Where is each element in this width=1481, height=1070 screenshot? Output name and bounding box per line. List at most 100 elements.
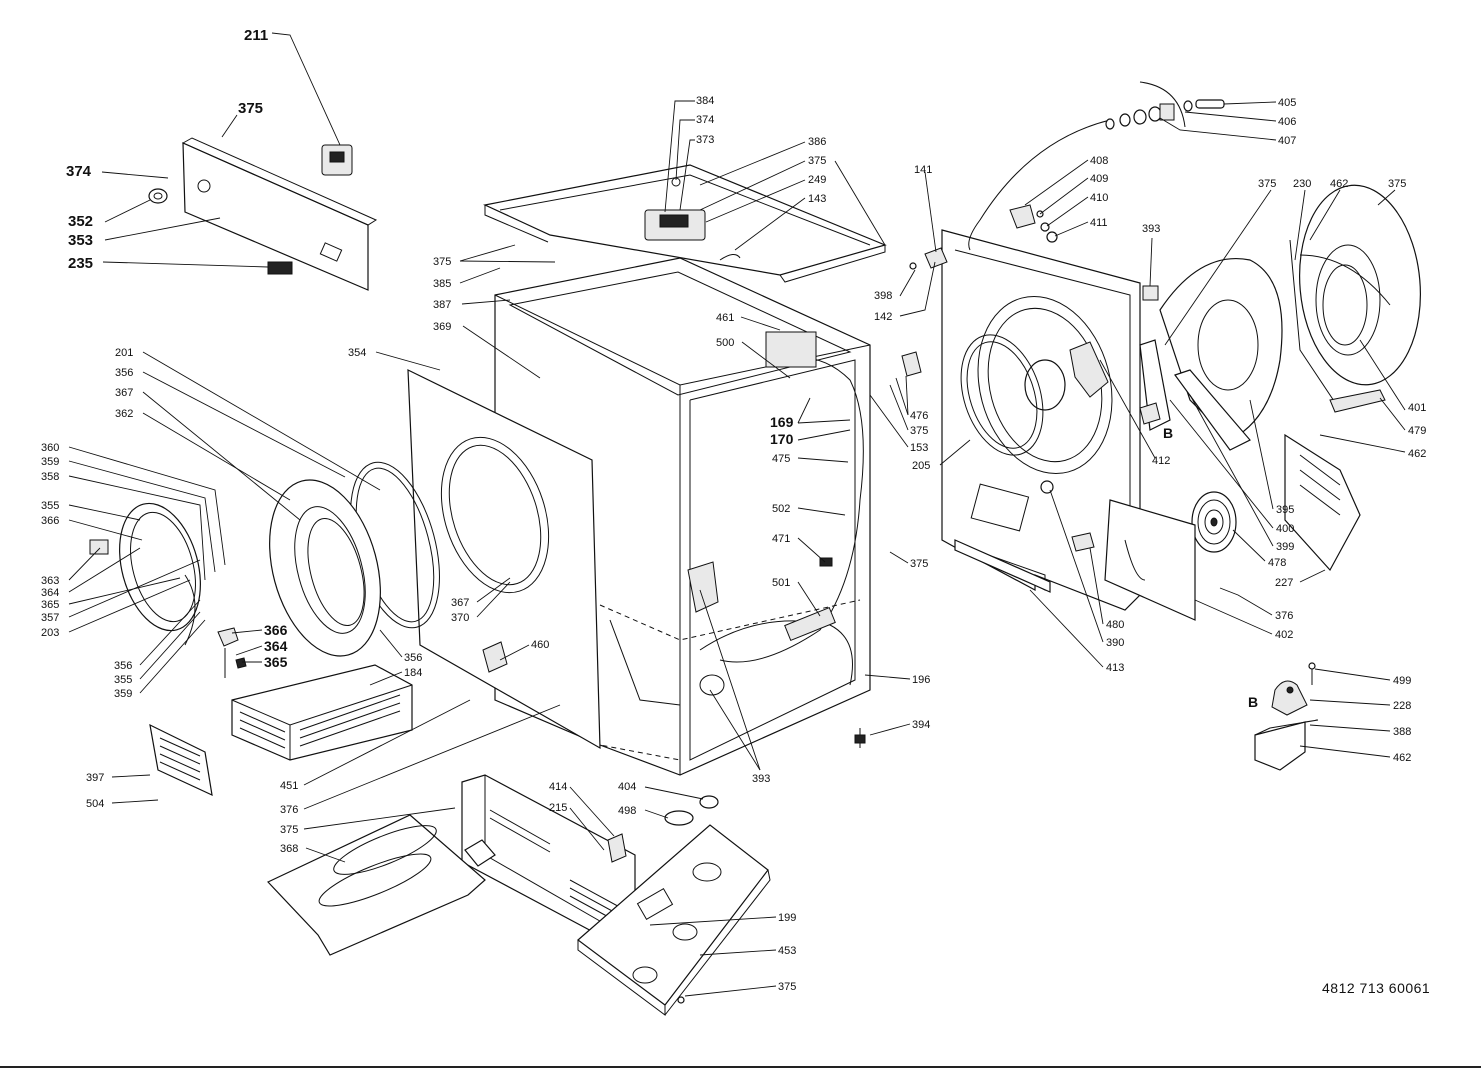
callout-475: 475 (772, 453, 790, 465)
callout-370: 370 (451, 612, 469, 624)
callout-409: 409 (1090, 173, 1108, 185)
callout-labels: 211 375 374 352 353 235 384 374 373 386 … (41, 27, 1426, 993)
callout-412: 412 (1152, 455, 1170, 467)
callout-476: 476 (910, 410, 928, 422)
callout-375: 375 (1258, 178, 1276, 190)
callout-386: 386 (808, 136, 826, 148)
fan-guard (1191, 491, 1237, 553)
grille (149, 723, 213, 797)
callout-500: 500 (716, 337, 734, 349)
callout-499: 499 (1393, 675, 1411, 687)
bracket-408 (1009, 204, 1036, 229)
hose-assembly (968, 81, 1225, 251)
callout-353: 353 (68, 232, 93, 249)
callout-B: B (1248, 694, 1258, 710)
callout-365: 365 (264, 654, 288, 670)
callout-153: 153 (910, 442, 928, 454)
callout-414: 414 (549, 781, 567, 793)
callout-375: 375 (238, 100, 263, 117)
callout-143: 143 (808, 193, 826, 205)
callout-395: 395 (1276, 504, 1294, 516)
callout-196: 196 (912, 674, 930, 686)
callout-354: 354 (348, 347, 366, 359)
callout-367: 367 (115, 387, 133, 399)
parts-artwork (89, 81, 1422, 1016)
hinge-363 (89, 539, 109, 555)
leader-lines (68, 32, 1406, 997)
callout-502: 502 (772, 503, 790, 515)
bracket-414 (607, 833, 627, 863)
callout-141: 141 (914, 164, 932, 176)
module-211 (321, 144, 353, 176)
callout-142: 142 (874, 311, 892, 323)
callout-170: 170 (770, 431, 794, 447)
bracket-B (1139, 402, 1161, 425)
screws (677, 262, 1316, 1004)
heater-bracket (1284, 433, 1361, 572)
callout-227: 227 (1275, 577, 1293, 589)
callout-471: 471 (772, 533, 790, 545)
callout-359: 359 (41, 456, 59, 468)
detergent-drawer (266, 814, 486, 956)
washer-404 (699, 795, 719, 809)
bracket-412 (1069, 341, 1109, 398)
callout-404: 404 (618, 781, 636, 793)
callout-498: 498 (618, 805, 636, 817)
callout-375: 375 (808, 155, 826, 167)
callout-355: 355 (41, 500, 59, 512)
callout-365: 365 (41, 599, 59, 611)
callout-199: 199 (778, 912, 796, 924)
top-components (644, 177, 741, 261)
callout-235: 235 (68, 255, 93, 272)
callout-375: 375 (433, 256, 451, 268)
base-plate (577, 824, 771, 1016)
callout-410: 410 (1090, 192, 1108, 204)
callout-356: 356 (404, 652, 422, 664)
callout-376: 376 (280, 804, 298, 816)
callout-356: 356 (114, 660, 132, 672)
control-panel (181, 137, 378, 291)
callout-363: 363 (41, 575, 59, 587)
callout-375: 375 (280, 824, 298, 836)
callout-352: 352 (68, 213, 93, 230)
lint-filter-box (231, 664, 413, 761)
wiring-harness (719, 357, 864, 663)
callout-393: 393 (752, 773, 770, 785)
callout-375: 375 (910, 558, 928, 570)
drum-back (1289, 184, 1422, 413)
component-501 (784, 606, 836, 642)
arrow (464, 839, 496, 867)
callout-405: 405 (1278, 97, 1296, 109)
component-461 (765, 331, 817, 368)
callout-362: 362 (115, 408, 133, 420)
callout-201: 201 (115, 347, 133, 359)
drum-seal (960, 334, 1044, 456)
callout-215: 215 (549, 802, 567, 814)
callout-374: 374 (696, 114, 714, 126)
callout-364: 364 (41, 587, 59, 599)
rear-cover (1104, 499, 1196, 621)
callout-228: 228 (1393, 700, 1411, 712)
pressure-switch-393 (687, 561, 719, 613)
callout-205: 205 (912, 460, 930, 472)
callout-360: 360 (41, 442, 59, 454)
callout-388: 388 (1393, 726, 1411, 738)
callout-203: 203 (41, 627, 59, 639)
callout-406: 406 (1278, 116, 1296, 128)
callout-B: B (1163, 425, 1173, 441)
callout-462: 462 (1330, 178, 1348, 190)
callout-366: 366 (264, 622, 288, 638)
callout-375: 375 (778, 981, 796, 993)
callout-462: 462 (1408, 448, 1426, 460)
callout-407: 407 (1278, 135, 1296, 147)
callout-358: 358 (41, 471, 59, 483)
rear-inner-ring (1139, 258, 1283, 451)
callout-397: 397 (86, 772, 104, 784)
callout-400: 400 (1276, 523, 1294, 535)
callout-369: 369 (433, 321, 451, 333)
callout-480: 480 (1106, 619, 1124, 631)
callout-367: 367 (451, 597, 469, 609)
callout-366: 366 (41, 515, 59, 527)
callout-230: 230 (1293, 178, 1311, 190)
